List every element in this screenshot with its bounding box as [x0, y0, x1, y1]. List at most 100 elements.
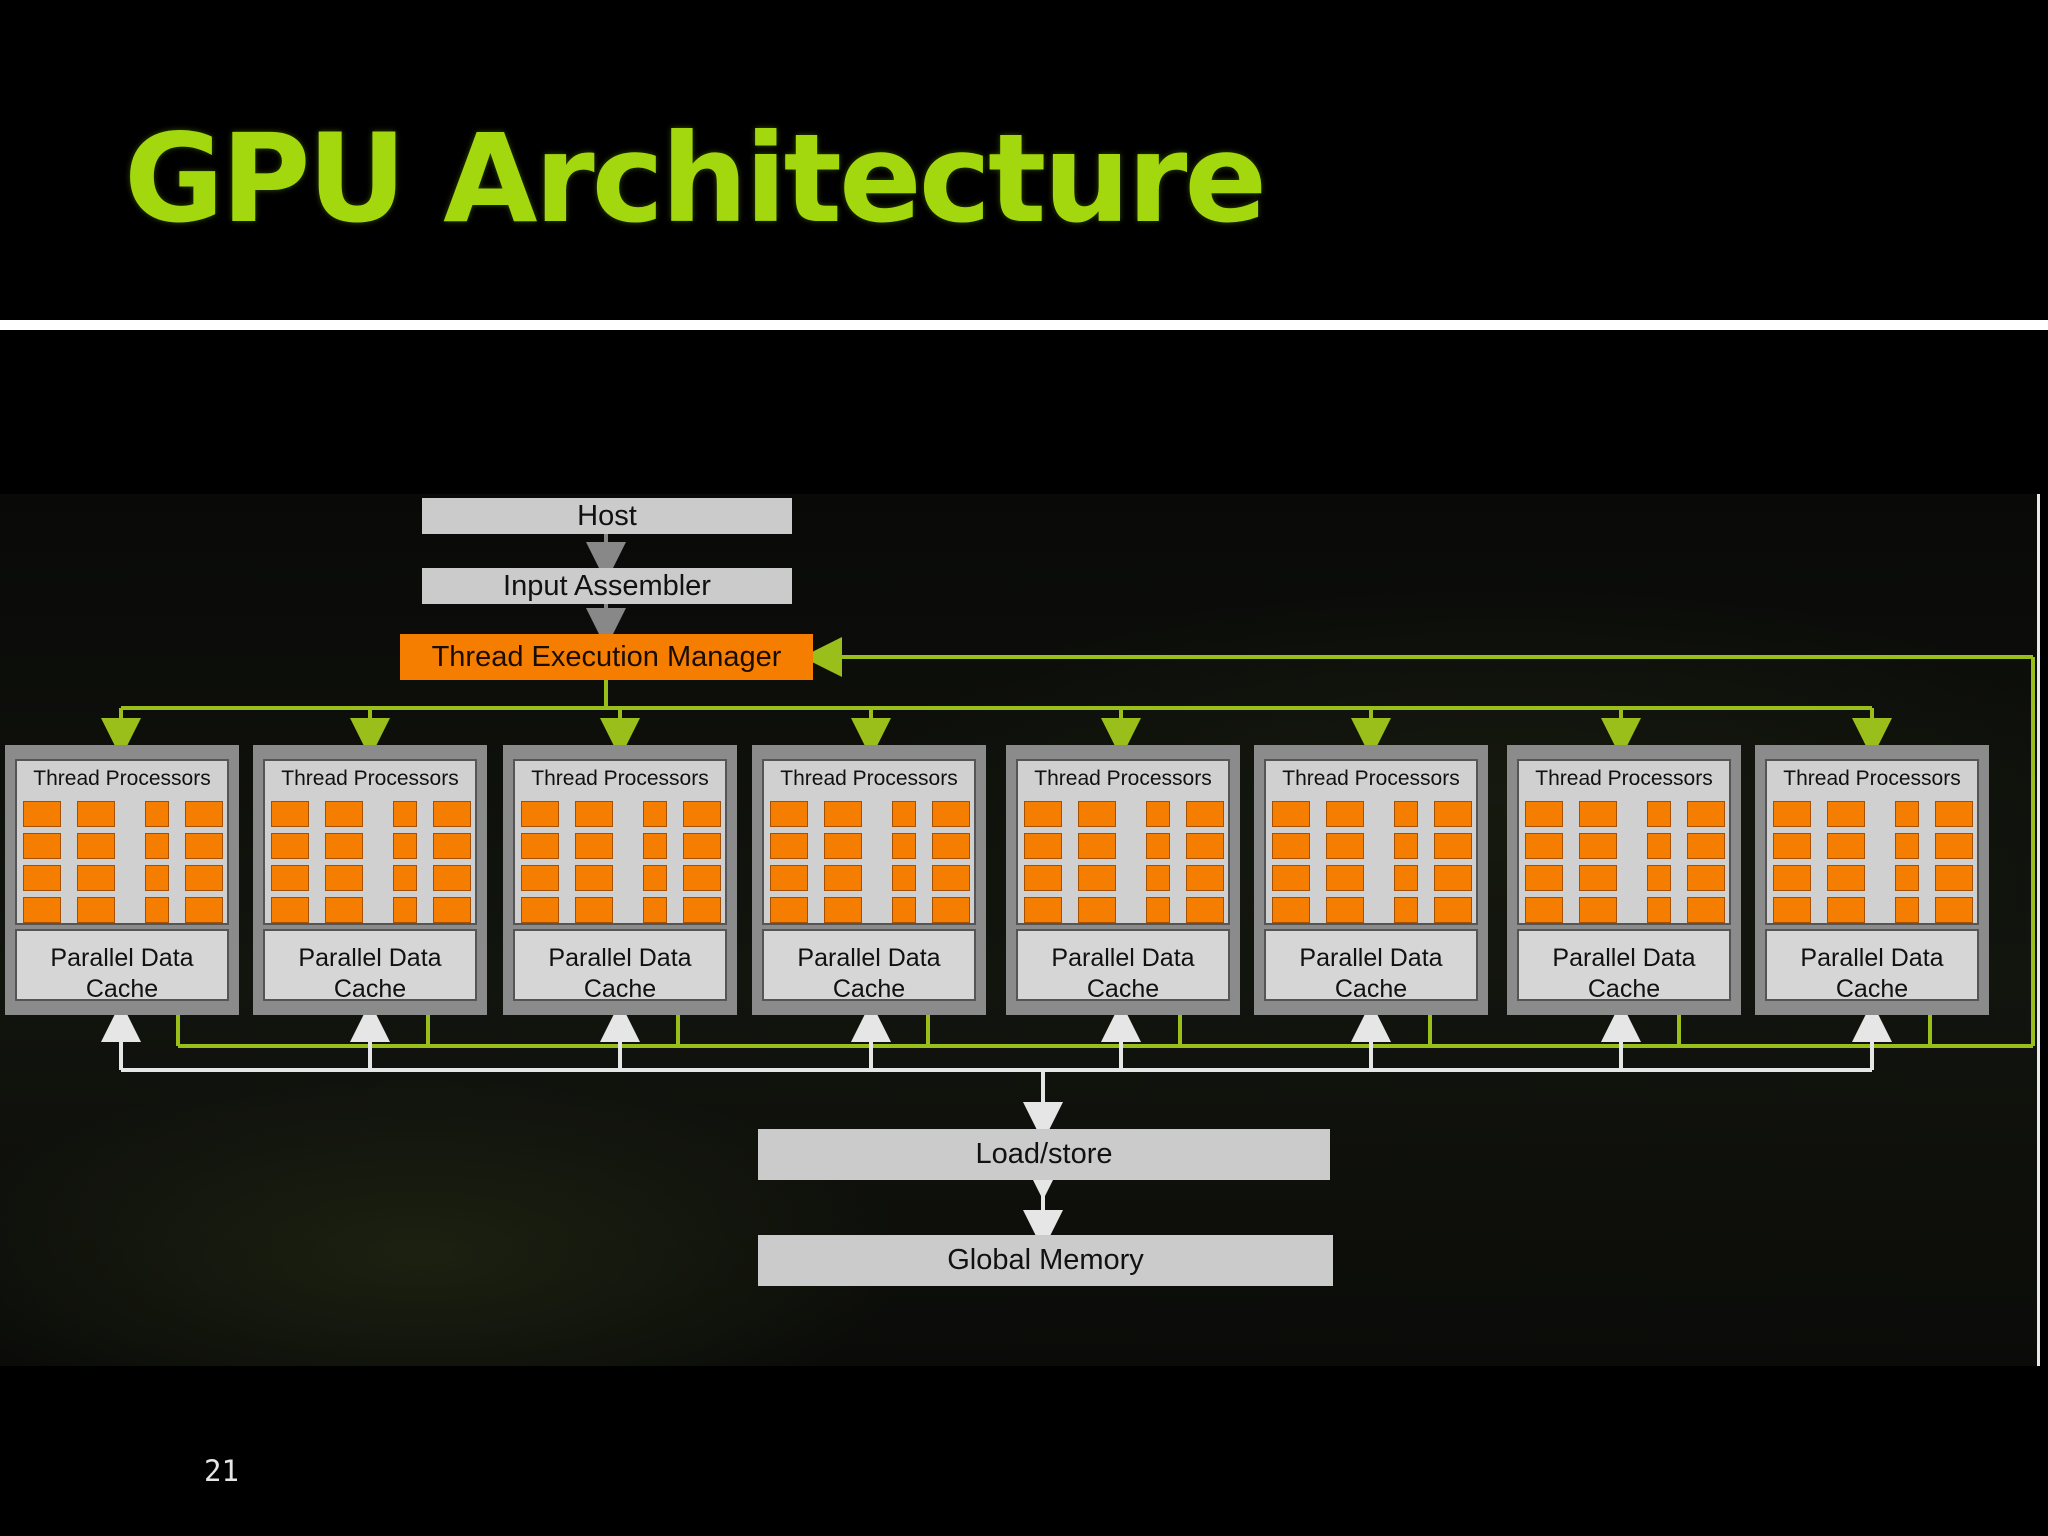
thread-processor-core	[1773, 833, 1811, 859]
thread-processor-core	[932, 801, 970, 827]
core-grid	[23, 801, 223, 923]
thread-processor-core	[325, 833, 363, 859]
core-grid	[1773, 801, 1973, 923]
thread-processor-core	[892, 897, 916, 923]
thread-processor-core	[23, 833, 61, 859]
thread-processors-label: Thread Processors	[281, 767, 459, 790]
thread-processors-label: Thread Processors	[1282, 767, 1460, 790]
thread-processor-core	[1895, 865, 1919, 891]
thread-processor-core	[145, 897, 169, 923]
thread-processor-core	[1024, 833, 1062, 859]
thread-processor-core	[1434, 833, 1472, 859]
thread-processors-panel: Thread Processors	[15, 759, 229, 925]
thread-processor-core	[1579, 801, 1617, 827]
thread-processor-core	[145, 801, 169, 827]
thread-processor-core	[433, 865, 471, 891]
thread-processor-core	[1146, 833, 1170, 859]
thread-processor-core	[145, 865, 169, 891]
thread-processor-core	[271, 865, 309, 891]
thread-processor-core	[1078, 801, 1116, 827]
thread-processor-core	[575, 801, 613, 827]
thread-processor-core	[1935, 801, 1973, 827]
thread-processor-core	[1895, 801, 1919, 827]
thread-processor-core	[433, 801, 471, 827]
page-number: 21	[204, 1454, 239, 1488]
thread-processors-panel: Thread Processors	[1016, 759, 1230, 925]
thread-processor-core	[824, 865, 862, 891]
thread-processor-core	[1186, 897, 1224, 923]
thread-processor-core	[1647, 897, 1671, 923]
thread-processor-core	[1525, 865, 1563, 891]
thread-processor-core	[892, 833, 916, 859]
thread-processor-core	[325, 897, 363, 923]
thread-processor-core	[932, 897, 970, 923]
thread-processor-core	[1773, 865, 1811, 891]
parallel-data-cache-panel: Parallel Data Cache	[1016, 929, 1230, 1001]
thread-processor-core	[1647, 833, 1671, 859]
thread-processor-core	[1434, 897, 1472, 923]
thread-processor-core	[23, 897, 61, 923]
thread-processor-core	[1024, 897, 1062, 923]
thread-processor-core	[1895, 833, 1919, 859]
core-grid	[1024, 801, 1224, 923]
thread-processor-core	[1272, 897, 1310, 923]
thread-processor-core	[1272, 801, 1310, 827]
thread-processor-core	[393, 897, 417, 923]
thread-processor-core	[1146, 897, 1170, 923]
thread-processors-label: Thread Processors	[780, 767, 958, 790]
thread-processor-core	[1186, 865, 1224, 891]
diagram-right-border	[2037, 494, 2040, 1366]
parallel-data-cache-label: Parallel Data Cache	[1051, 944, 1195, 1001]
parallel-data-cache-label: Parallel Data Cache	[548, 944, 692, 1001]
thread-processor-core	[77, 801, 115, 827]
thread-processor-core	[521, 865, 559, 891]
parallel-data-cache-panel: Parallel Data Cache	[1765, 929, 1979, 1001]
thread-processor-core	[770, 833, 808, 859]
thread-processor-core	[1434, 801, 1472, 827]
parallel-data-cache-label: Parallel Data Cache	[1800, 944, 1944, 1001]
thread-processor-core	[271, 833, 309, 859]
thread-processor-core	[1394, 833, 1418, 859]
thread-processor-core	[1687, 897, 1725, 923]
load-store-box: Load/store	[758, 1129, 1330, 1180]
thread-processor-core	[643, 833, 667, 859]
thread-processor-core	[575, 865, 613, 891]
parallel-data-cache-label: Parallel Data Cache	[1552, 944, 1696, 1001]
thread-processor-core	[433, 897, 471, 923]
thread-processor-core	[1326, 833, 1364, 859]
thread-processor-core	[1525, 833, 1563, 859]
thread-processor-core	[521, 801, 559, 827]
thread-processor-core	[77, 833, 115, 859]
thread-processor-core	[521, 833, 559, 859]
thread-processor-core	[1935, 865, 1973, 891]
thread-processors-label: Thread Processors	[33, 767, 211, 790]
thread-processor-core	[1687, 833, 1725, 859]
host-box: Host	[422, 498, 792, 534]
thread-processor-core	[824, 897, 862, 923]
thread-processors-label: Thread Processors	[531, 767, 709, 790]
thread-processor-core	[393, 865, 417, 891]
thread-processor-core	[1434, 865, 1472, 891]
thread-processors-label: Thread Processors	[1783, 767, 1961, 790]
thread-processor-core	[1186, 833, 1224, 859]
core-grid	[271, 801, 471, 923]
thread-processor-core	[77, 865, 115, 891]
thread-processor-core	[1579, 833, 1617, 859]
thread-processors-label: Thread Processors	[1535, 767, 1713, 790]
parallel-data-cache-panel: Parallel Data Cache	[513, 929, 727, 1001]
core-grid	[1272, 801, 1472, 923]
thread-processor-core	[185, 865, 223, 891]
thread-processor-core	[1326, 865, 1364, 891]
parallel-data-cache-panel: Parallel Data Cache	[1264, 929, 1478, 1001]
thread-processor-core	[770, 897, 808, 923]
thread-processor-core	[521, 897, 559, 923]
thread-processor-core	[932, 865, 970, 891]
thread-processor-core	[683, 897, 721, 923]
thread-processor-core	[770, 865, 808, 891]
